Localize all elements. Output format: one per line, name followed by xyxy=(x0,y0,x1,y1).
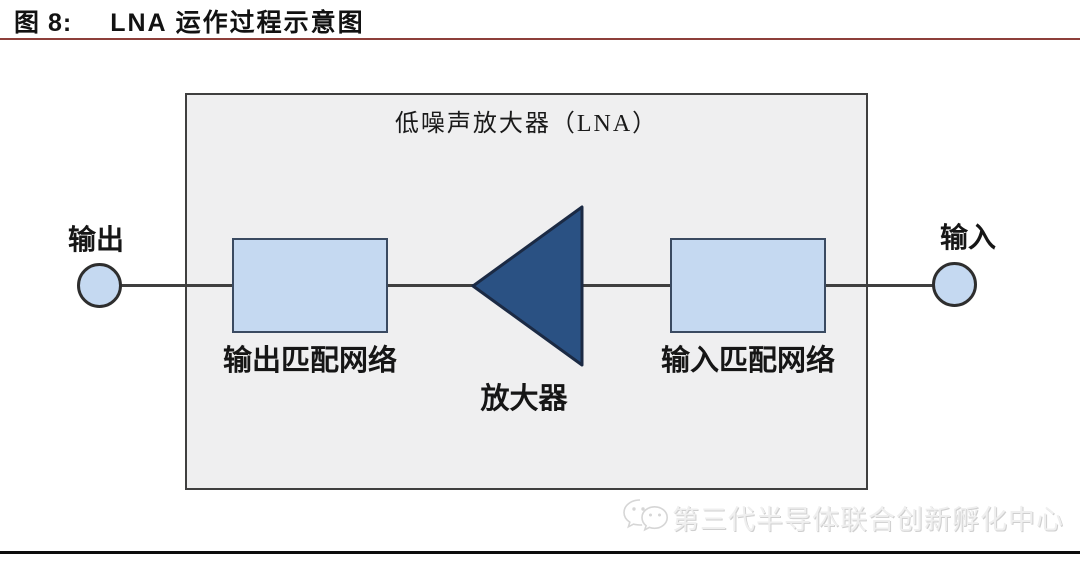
figure-header: 图 8: LNA 运作过程示意图 xyxy=(14,5,365,37)
output-matching-network-block xyxy=(232,238,388,333)
figure-number: 图 8: xyxy=(14,9,73,37)
figure-title: LNA 运作过程示意图 xyxy=(110,9,365,37)
watermark: 第三代半导体联合创新孵化中心 xyxy=(620,496,1064,538)
input-matching-network-label: 输入匹配网络 xyxy=(660,345,835,377)
output-port-terminal xyxy=(77,263,122,308)
input-port-label: 输入 xyxy=(939,223,996,254)
output-port-label: 输出 xyxy=(67,225,124,256)
watermark-text: 第三代半导体联合创新孵化中心 xyxy=(672,504,1064,535)
header-divider xyxy=(0,38,1080,40)
bottom-divider xyxy=(0,551,1080,554)
amplifier-triangle-icon xyxy=(471,205,584,367)
amplifier-label: 放大器 xyxy=(480,383,568,415)
input-port-terminal xyxy=(932,262,977,307)
input-matching-network-block xyxy=(670,238,826,333)
output-matching-network-label: 输出匹配网络 xyxy=(222,345,397,377)
wechat-icon xyxy=(623,499,669,532)
lna-container-title: 低噪声放大器（LNA） xyxy=(394,111,659,137)
